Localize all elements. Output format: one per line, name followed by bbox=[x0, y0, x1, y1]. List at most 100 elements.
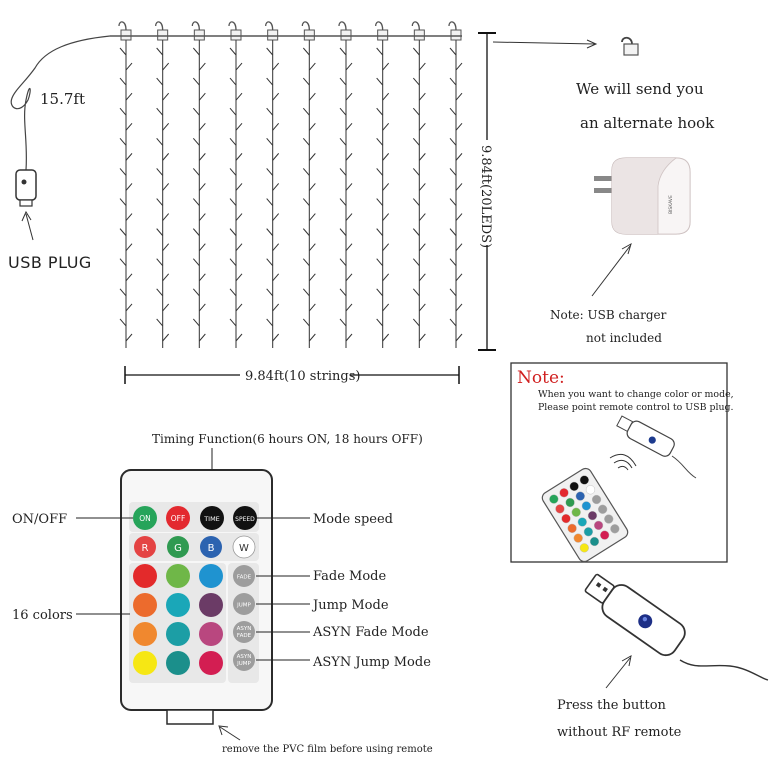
led-bulb bbox=[376, 198, 384, 206]
mini-remote-button bbox=[610, 524, 620, 534]
led-bulb bbox=[339, 288, 347, 297]
led-bulb bbox=[235, 92, 243, 101]
led-bulb bbox=[308, 62, 316, 71]
led-bulb bbox=[119, 198, 127, 206]
asyn-fade-label-2: FADE bbox=[237, 633, 252, 639]
led-bulb bbox=[412, 258, 420, 267]
led-bulb bbox=[266, 288, 274, 297]
press-note-line1: Press the button bbox=[557, 698, 667, 713]
led-bulb bbox=[345, 153, 353, 161]
color-button[interactable] bbox=[166, 593, 190, 617]
color-button[interactable] bbox=[133, 593, 157, 617]
led-bulb bbox=[198, 122, 206, 131]
asyn-fade-button[interactable]: ASYN FADE bbox=[233, 621, 255, 643]
led-bulb bbox=[156, 318, 164, 327]
led-bulb bbox=[198, 62, 206, 71]
string-hook-icon bbox=[265, 21, 274, 31]
color-button[interactable] bbox=[199, 622, 223, 646]
led-bulb bbox=[156, 198, 164, 206]
fade-button-label: FADE bbox=[237, 575, 252, 581]
led-bulb bbox=[455, 303, 463, 312]
led-bulb bbox=[229, 47, 237, 56]
led-bulb bbox=[162, 333, 170, 342]
light-string bbox=[191, 21, 206, 348]
height-dimension bbox=[478, 32, 496, 351]
color-button[interactable] bbox=[133, 651, 157, 675]
led-bulb bbox=[412, 228, 420, 236]
led-bulb bbox=[418, 303, 426, 312]
mini-remote-button bbox=[567, 523, 577, 533]
string-clip bbox=[303, 29, 315, 41]
led-bulb bbox=[192, 198, 200, 206]
led-bulb bbox=[376, 288, 384, 297]
led-bulb bbox=[125, 243, 133, 252]
asyn-jump-button[interactable]: ASYN JUMP bbox=[233, 649, 255, 671]
colors-label: 16 colors bbox=[12, 608, 73, 623]
led-bulb bbox=[339, 258, 347, 267]
led-bulb bbox=[302, 258, 310, 267]
mode-speed-label: Mode speed bbox=[313, 512, 393, 527]
pvc-film-tab[interactable] bbox=[166, 709, 214, 725]
led-bulb bbox=[266, 77, 274, 86]
color-button[interactable] bbox=[166, 651, 190, 675]
string-hook-icon bbox=[448, 21, 457, 31]
mini-remote-button bbox=[591, 494, 602, 505]
color-button[interactable] bbox=[133, 564, 157, 588]
b-button[interactable]: B bbox=[200, 536, 222, 558]
led-bulb bbox=[162, 303, 170, 312]
led-bulb bbox=[192, 258, 200, 267]
led-bulb bbox=[162, 183, 170, 191]
led-bulb bbox=[162, 92, 170, 101]
color-button[interactable] bbox=[166, 622, 190, 646]
led-bulb bbox=[272, 183, 280, 191]
color-button[interactable] bbox=[133, 622, 157, 646]
time-button[interactable]: TIME bbox=[200, 506, 224, 530]
led-bulb bbox=[412, 107, 420, 116]
color-button[interactable] bbox=[199, 564, 223, 588]
light-string bbox=[265, 21, 280, 348]
w-button-label: W bbox=[239, 543, 249, 554]
led-bulb bbox=[449, 288, 457, 297]
fade-mode-label: Fade Mode bbox=[313, 569, 386, 584]
led-bulb bbox=[418, 153, 426, 161]
led-bulb bbox=[345, 62, 353, 71]
led-bulb bbox=[308, 153, 316, 161]
mini-remote-button bbox=[555, 504, 565, 514]
on-button-label: ON bbox=[139, 514, 151, 523]
color-button[interactable] bbox=[199, 593, 223, 617]
off-button[interactable]: OFF bbox=[166, 506, 190, 530]
led-bulb bbox=[418, 273, 426, 282]
color-button[interactable] bbox=[166, 564, 190, 588]
w-button[interactable]: W bbox=[232, 535, 256, 559]
color-button-grid bbox=[133, 564, 223, 675]
led-bulb bbox=[412, 168, 420, 176]
led-bulb bbox=[449, 318, 457, 327]
jump-mode-label: Jump Mode bbox=[311, 598, 389, 613]
jump-button[interactable]: JUMP bbox=[233, 593, 255, 615]
led-bulb bbox=[272, 303, 280, 312]
led-bulb bbox=[455, 153, 463, 161]
g-button[interactable]: G bbox=[167, 536, 189, 558]
onoff-label: ON/OFF bbox=[12, 512, 67, 527]
mini-remote-button bbox=[575, 491, 585, 501]
fade-button[interactable]: FADE bbox=[233, 565, 255, 587]
mini-remote-button bbox=[569, 481, 579, 491]
led-bulb bbox=[198, 333, 206, 342]
led-bulb bbox=[308, 183, 316, 191]
on-button[interactable]: ON bbox=[133, 506, 157, 530]
r-button[interactable]: R bbox=[134, 536, 156, 558]
color-button[interactable] bbox=[199, 651, 223, 675]
led-bulb bbox=[449, 137, 457, 146]
led-bulb bbox=[266, 47, 274, 56]
led-bulb bbox=[339, 137, 347, 146]
led-bulb bbox=[119, 107, 127, 116]
note-box-line2: Please point remote control to USB plug. bbox=[538, 402, 733, 413]
speed-button[interactable]: SPEED bbox=[233, 506, 257, 530]
led-bulb bbox=[192, 47, 200, 56]
led-bulb bbox=[198, 183, 206, 191]
height-label: 9.84ft(20LEDS) bbox=[478, 145, 493, 248]
led-bulb bbox=[455, 243, 463, 252]
light-string bbox=[338, 21, 353, 348]
string-clip bbox=[157, 29, 169, 41]
